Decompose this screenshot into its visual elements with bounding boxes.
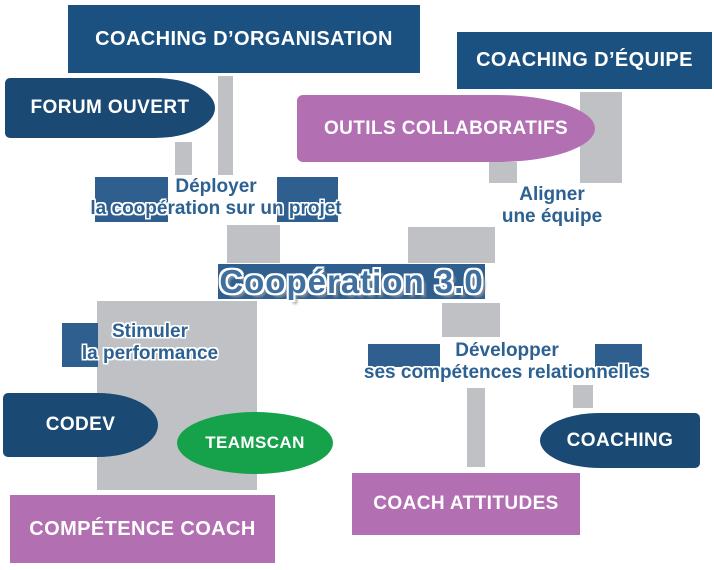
node-codev-label: CODEV xyxy=(45,414,116,435)
link-label-deployer-line2: la coopération sur un projet xyxy=(90,198,342,219)
node-outils-collaboratifs: OUTILS COLLABORATIFS xyxy=(297,95,595,162)
node-competence-coach-label: COMPÉTENCE COACH xyxy=(29,517,256,540)
link-label-deployer-line1: Déployer xyxy=(175,176,257,197)
connector-forum-to-deployer xyxy=(175,142,192,175)
connector-aligner-to-center xyxy=(408,227,495,263)
link-label-stimuler-line1: Stimuler xyxy=(111,321,189,342)
node-teamscan: TEAMSCAN xyxy=(177,412,333,474)
node-coaching-organisation-label: COACHING D’ORGANISATION xyxy=(95,27,393,50)
accent-rect-stimuler xyxy=(62,323,98,367)
accent-rect-developper-right xyxy=(595,344,642,367)
connector-organisation-to-deployer xyxy=(218,76,233,175)
node-competence-coach: COMPÉTENCE COACH xyxy=(10,495,275,563)
link-label-deployer: Déployer la coopération sur un projet xyxy=(56,176,376,220)
node-coach-attitudes: COACH ATTITUDES xyxy=(352,473,580,535)
node-coaching-organisation: COACHING D’ORGANISATION xyxy=(68,5,420,73)
connector-deployer-to-center xyxy=(227,225,280,263)
node-coaching-equipe: COACHING D’ÉQUIPE xyxy=(457,32,712,89)
connector-developper-to-coaching xyxy=(573,385,593,408)
node-forum-ouvert: FORUM OUVERT xyxy=(5,78,215,138)
center-band: Coopération 3.0 xyxy=(218,262,485,300)
node-teamscan-label: TEAMSCAN xyxy=(205,433,305,452)
node-codev: CODEV xyxy=(3,393,158,457)
link-label-aligner-line2: une équipe xyxy=(501,206,603,227)
link-label-stimuler-line2: la performance xyxy=(81,343,219,364)
link-label-developper-line2: ses compétences relationnelles xyxy=(363,362,651,383)
node-coaching-equipe-label: COACHING D’ÉQUIPE xyxy=(476,49,693,71)
link-label-developper: Développer ses compétences relationnelle… xyxy=(355,340,659,384)
connector-developper-to-coach-attitudes xyxy=(467,388,485,467)
diagram-title: Coopération 3.0 xyxy=(219,262,484,300)
link-label-aligner: Aligner une équipe xyxy=(482,184,622,228)
link-label-stimuler: Stimuler la performance xyxy=(50,321,250,365)
connector-center-to-developper xyxy=(442,303,500,337)
link-label-aligner-line1: Aligner xyxy=(519,184,585,205)
accent-rect-deployer-right xyxy=(277,177,338,222)
accent-rect-deployer-left xyxy=(95,177,168,222)
accent-rect-developper-left xyxy=(368,344,440,367)
node-outils-collaboratifs-label: OUTILS COLLABORATIFS xyxy=(323,117,569,139)
node-coach-attitudes-label: COACH ATTITUDES xyxy=(373,493,559,514)
node-coaching: COACHING xyxy=(540,413,700,468)
connector-outils-to-aligner xyxy=(489,162,517,183)
node-coaching-label: COACHING xyxy=(566,429,674,451)
node-forum-ouvert-label: FORUM OUVERT xyxy=(30,97,190,118)
link-label-developper-line1: Développer xyxy=(455,340,559,361)
